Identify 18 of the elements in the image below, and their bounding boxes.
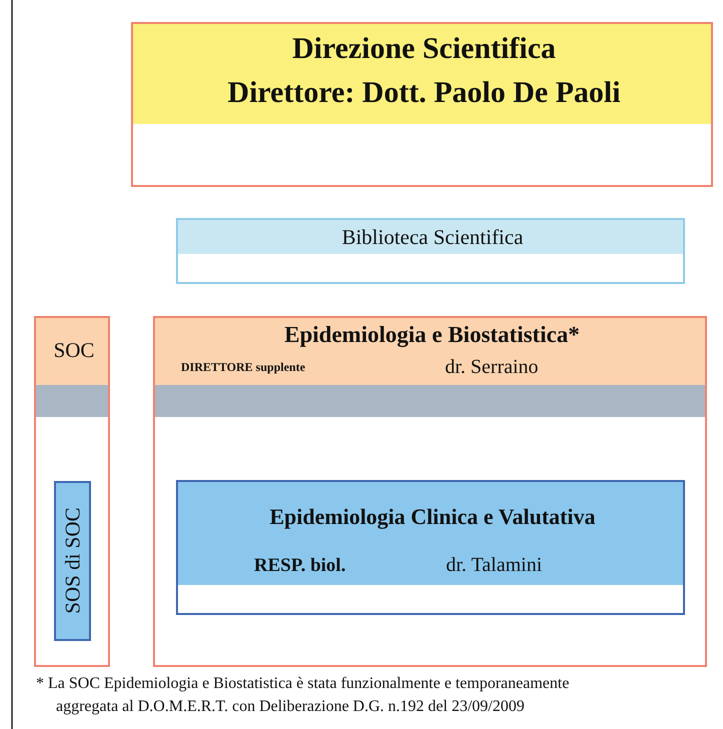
department-box: [131, 22, 713, 187]
library-box: [176, 218, 685, 284]
footnote: * La SOC Epidemiologia e Biostatistica è stata funzionalmente e temporaneamente aggregata al D.O.M.E.R.T. con Deliberazione D.G. n.192 del 23/09/2009: [36, 674, 570, 717]
sub-unit-box: [176, 480, 685, 615]
unit-column: [34, 316, 110, 667]
director-name: Direttore: Dott. Paolo De Paoli: [226, 76, 622, 110]
unit-title: SOS di SOC: [60, 506, 85, 616]
person-name: dr. Serraino: [445, 356, 538, 379]
unit-title: Epidemiologia e Biostatistica*: [283, 322, 581, 348]
unit-box: [153, 316, 707, 667]
role-label: RESP. biol.: [254, 555, 346, 577]
person-name: dr. Talamini: [446, 554, 542, 577]
department-title: Direzione Scientifica: [291, 32, 557, 66]
sub-unit-box: [54, 481, 91, 641]
role-label: DIRETTORE supplente: [181, 360, 306, 375]
unit-title: Epidemiologia Clinica e Valutativa: [268, 504, 596, 530]
unit-title: Biblioteca Scientifica: [340, 225, 524, 250]
unit-title: SOC: [52, 338, 96, 363]
